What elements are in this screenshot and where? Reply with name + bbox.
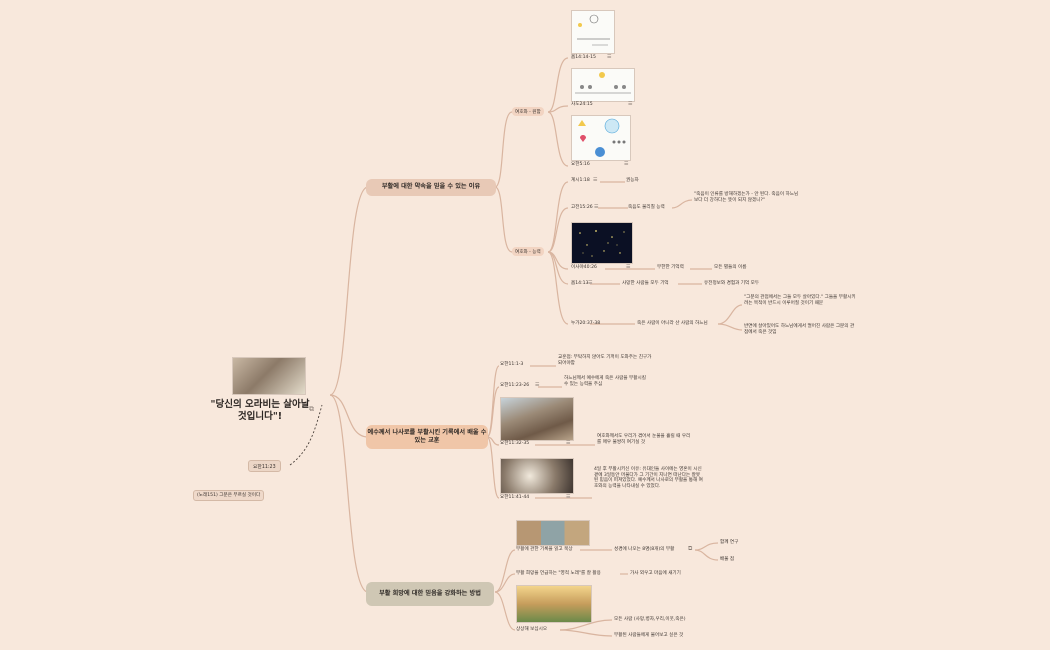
notes-icon[interactable]: ☰ [628,101,633,107]
note-god-of-living: 죽은 사람이 아니라 산 사람의 하느님 [637,321,708,326]
ref-rev-1[interactable]: 계시1:18 [571,178,590,183]
note-infinite-memory: 무한한 기억력 [657,265,684,270]
notes-icon[interactable]: ☰ [607,54,612,60]
illustration-job-drawing [571,10,615,54]
ref-john-11-23[interactable]: 요한11:23-26 [500,383,530,388]
sub-questions: 부활된 사람들에게 물어보고 싶은 것 [614,633,684,638]
ref-john-11-41[interactable]: 요한11:41-44 [500,495,530,500]
item-spiritual-songs[interactable]: 부활 희망을 언급하는 "영적 노래"를 잘 활용 [516,571,601,576]
quote-dead-in-view: 반면에 살아있어도 하느님에게서 멀어진 사람은 그분의 관점에서 죽은 것임 [744,324,855,335]
branch-resurrection-promise[interactable]: 부활에 대한 약속을 믿을 수 있는 이유 [366,179,496,196]
notes-icon[interactable]: ☰ [624,161,629,167]
note-jehovah-compassion: 여호와께서도 우리가 겪어서 눈물을 흘릴 때 우리를 매우 불쌍히 여기실 것 [597,434,691,445]
note-defeat-death: 죽음도 물리칠 능력 [628,205,665,210]
root-title[interactable]: "당신의 오라비는 살아날 것입니다"! [210,399,310,423]
quote-death-stronger: "죽음이 인류를 방해하겠는가 - 안 된다. 죽음이 하느님보다 더 강하다는… [694,192,799,203]
note-remember-all: 사망한 사람들 모두 기억 [622,281,669,286]
illustration-paradise-reunion [516,585,592,623]
note-eight-resurrections: 성경에 나오는 8명(8개)의 부활 [614,547,675,552]
illustration-john-drawing [571,115,631,161]
tag-song[interactable]: (노래151) 그분은 부르실 것이다 [193,490,265,501]
notes-icon[interactable]: ☰ [566,494,571,500]
notes-icon[interactable]: ☰ [535,382,540,388]
note-memorize-lyrics: 가사 외우고 마음에 새기기 [630,571,681,576]
sub-study-together: 함께 연구 [720,540,739,545]
branch-lazarus-lessons[interactable]: 예수께서 나사로를 부활시킨 기록에서 배울 수 있는 교훈 [366,425,488,449]
illustration-resurrection-accounts [516,520,590,546]
note-power-to-resurrect: 하느님께서 예수에게 죽은 사람을 부활시킬 수 있는 능력을 주심 [564,376,646,387]
note-help-friend: 교훈점: 부탁하지 않아도 기꺼이 도와주는 친구가 되어야함 [558,355,652,366]
notes-icon[interactable]: ☰ [593,177,598,183]
item-imagine[interactable]: 상상해 보십시오 [516,627,548,632]
illustration-jesus-weeping [500,397,574,441]
root-image-jesus-lazarus [232,357,306,395]
illustration-lazarus-tomb [500,458,574,494]
tag-scripture[interactable]: 요한11:23 [248,460,281,472]
note-four-days-reason: 4일 후 부활시키신 이유: 유대인들 사이에는 영혼이 시신 곁에 3일동안 … [594,467,703,490]
notes-icon[interactable]: ☰ [626,264,631,270]
notes-icon[interactable]: ☰ [594,204,599,210]
branch-strengthen-faith[interactable]: 부활 희망에 대한 믿음을 강화하는 방법 [366,582,494,606]
ref-job-14[interactable]: 욥14:14-15 [571,55,596,60]
notes-icon[interactable]: ☰ [566,440,571,446]
illustration-stars [571,222,633,264]
notes-icon[interactable]: ☰ [588,280,593,286]
ref-job-14-13[interactable]: 욥14:13 [571,281,589,286]
quote-all-alive: "그분의 관점에서는 그들 모두 살아있다." 그들을 부활시키려는 목적이 반… [744,295,856,306]
note-star-names: 모든 별들의 이름 [714,265,747,270]
note-almighty: 권능자 [626,178,639,183]
note-genetic-info: 유전정보와 경험과 기억 모두 [704,281,760,286]
illustration-acts-drawing [571,68,635,102]
group-jehovah-desire[interactable]: 여호와 - 원함 [512,107,544,116]
ref-1cor-15[interactable]: 고전15:26 [571,205,593,210]
ref-isaiah-40[interactable]: 이사야40:26 [571,265,597,270]
external-link-icon[interactable]: ⧉ [309,405,314,413]
ref-acts-24[interactable]: 사도24:15 [571,102,593,107]
external-link-icon[interactable]: ⧉ [688,545,693,552]
group-jehovah-power[interactable]: 여호와 - 능력 [512,247,544,256]
sub-all-people: 모든 사람 (사망,병자,우리,이웃,죽은) [614,617,686,622]
ref-luke-20[interactable]: 누가20:37-38 [571,321,601,326]
sub-lessons: 배울 점 [720,557,735,562]
ref-john-11-32[interactable]: 요한11:32-35 [500,441,530,446]
ref-john-11-1[interactable]: 요한11:1-3 [500,362,524,367]
item-read-meditate[interactable]: 부활에 관한 기록을 읽고 묵상 [516,547,573,552]
ref-john-5[interactable]: 요한5:16 [571,162,590,167]
